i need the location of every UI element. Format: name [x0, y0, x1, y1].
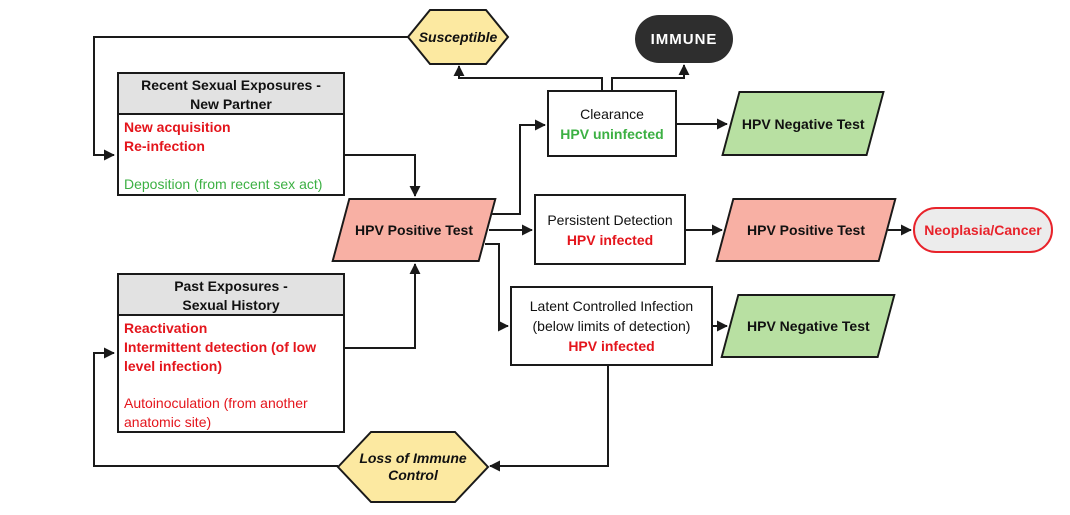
- past-exposures-title-line2: Sexual History: [182, 297, 280, 313]
- latent-infection-label-line1: Latent Controlled Infection: [529, 298, 694, 314]
- clearance-label: Clearance: [580, 105, 644, 122]
- hpv-positive-test-right: HPV Positive Test: [715, 198, 897, 262]
- susceptible-hexagon: [406, 9, 510, 65]
- clearance-box: Clearance HPV uninfected: [547, 90, 677, 157]
- edge-loss-of-immune-control-to-past-exposures: [93, 347, 338, 467]
- edge-recent-exposures-to-hpv-positive: [345, 154, 421, 197]
- persistent-detection-label: Persistent Detection: [547, 211, 673, 228]
- past-exposures-item-reactivation: Reactivation: [124, 320, 208, 336]
- hpv-negative-test-top: HPV Negative Test: [721, 91, 885, 156]
- immune-node: IMMUNE: [635, 15, 733, 63]
- hpv-positive-test-right-label: HPV Positive Test: [746, 222, 865, 238]
- loss-of-immune-control-hexagon: [336, 431, 490, 503]
- recent-exposures-header: Recent Sexual Exposures - New Partner: [119, 74, 343, 115]
- recent-exposures-title-line1: Recent Sexual Exposures -: [141, 77, 321, 93]
- edge-hpv-positive-to-latent: [485, 243, 509, 332]
- latent-hpv-infected-label: HPV infected: [568, 338, 655, 354]
- past-exposures-item-autoinoculation: Autoinoculation (from another anatomic s…: [124, 395, 308, 430]
- recent-exposures-title-line2: New Partner: [190, 96, 272, 112]
- latent-infection-label-line2: (below limits of detection): [532, 318, 691, 334]
- hpv-negative-test-bottom-label: HPV Negative Test: [746, 318, 870, 334]
- recent-exposures-box: Recent Sexual Exposures - New Partner Ne…: [117, 72, 345, 196]
- persistent-detection-box: Persistent Detection HPV infected: [534, 194, 686, 265]
- edge-susceptible-to-recent-exposures: [93, 36, 408, 161]
- neoplasia-cancer-node: Neoplasia/Cancer: [913, 207, 1053, 253]
- clearance-hpv-uninfected-label: HPV uninfected: [560, 125, 664, 142]
- hpv-negative-test-top-label: HPV Negative Test: [741, 115, 865, 132]
- latent-infection-box: Latent Controlled Infection (below limit…: [510, 286, 713, 366]
- loss-of-immune-control-label: Loss of Immune Control: [359, 450, 467, 483]
- recent-exposures-item-new-acquisition: New acquisition: [124, 119, 231, 135]
- past-exposures-title-line1: Past Exposures -: [174, 278, 288, 294]
- edge-clearance-to-susceptible: [453, 65, 603, 90]
- recent-exposures-body: New acquisition Re-infection Deposition …: [119, 115, 343, 197]
- hpv-positive-test-center: HPV Positive Test: [331, 198, 497, 262]
- recent-exposures-item-reinfection: Re-infection: [124, 138, 205, 154]
- hpv-negative-test-bottom: HPV Negative Test: [720, 294, 896, 358]
- edge-past-exposures-to-hpv-positive: [345, 263, 421, 349]
- edge-clearance-to-immune: [611, 64, 690, 90]
- persistent-hpv-infected-label: HPV infected: [566, 231, 654, 248]
- edge-hpv-positive-to-clearance: [491, 119, 546, 215]
- recent-exposures-item-deposition: Deposition (from recent sex act): [124, 176, 323, 192]
- hpv-positive-test-center-label: HPV Positive Test: [354, 222, 473, 238]
- past-exposures-body: Reactivation Intermittent detection (of …: [119, 316, 343, 435]
- edge-latent-to-loss-of-immune-control: [489, 366, 609, 472]
- past-exposures-box: Past Exposures - Sexual History Reactiva…: [117, 273, 345, 433]
- susceptible-label: Susceptible: [418, 28, 498, 45]
- past-exposures-item-intermittent: Intermittent detection (of low level inf…: [124, 339, 317, 374]
- past-exposures-header: Past Exposures - Sexual History: [119, 275, 343, 316]
